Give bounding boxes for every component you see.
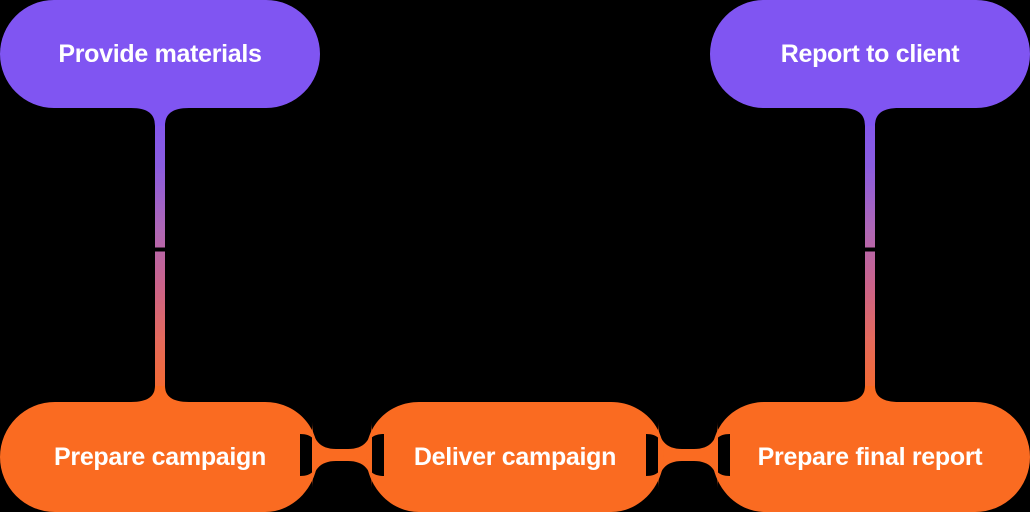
node-deliver-campaign[interactable] [366,402,664,512]
node-prepare-campaign[interactable] [0,386,318,512]
connector-prepare-to-deliver [312,422,372,488]
node-prepare-final-report[interactable] [712,386,1030,512]
node-report-to-client[interactable] [710,0,1030,126]
node-provide-materials[interactable] [0,0,320,126]
connector-final-to-report [841,104,899,408]
connector-deliver-to-final [658,422,718,488]
connector-provide-to-prepare [131,104,189,408]
